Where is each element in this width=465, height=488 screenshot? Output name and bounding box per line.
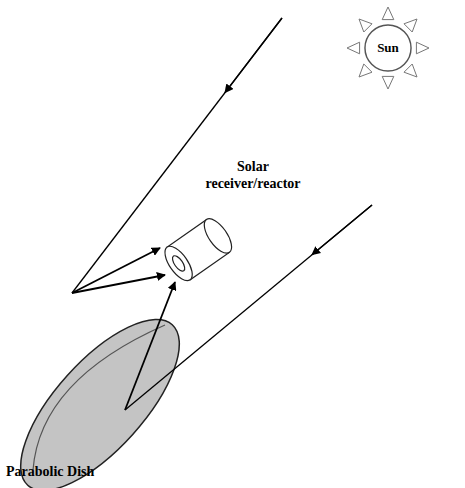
sun-rays [347, 7, 429, 89]
receiver-label: Solar receiver/reactor [192, 158, 314, 192]
sun-ray [359, 19, 372, 32]
sun-label: Sun [377, 40, 399, 56]
parabolic-dish [0, 295, 205, 488]
sun-ray [382, 76, 394, 89]
sun-ray [404, 19, 417, 32]
sun-rays-incoming [72, 18, 372, 410]
sun-circle: Sun [364, 24, 412, 72]
sun-ray [382, 7, 394, 20]
sun-ray [347, 42, 360, 54]
solar-receiver-cylinder [160, 214, 237, 285]
sun-ray [359, 64, 372, 77]
sun-ray [404, 64, 417, 77]
sun-ray [416, 42, 429, 54]
reflected-rays [72, 248, 175, 410]
dish-label: Parabolic Dish [6, 463, 166, 480]
